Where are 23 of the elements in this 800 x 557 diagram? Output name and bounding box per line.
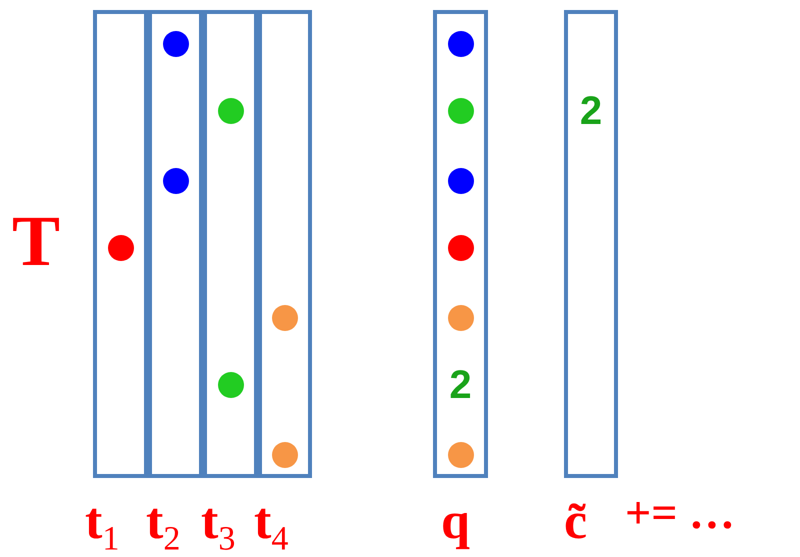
dot-marker: [448, 442, 474, 468]
matrix-label: T: [12, 200, 60, 283]
dot-marker: [272, 305, 298, 331]
dot-marker: [448, 168, 474, 194]
count-number: 2: [580, 91, 602, 131]
dot-marker: [108, 235, 134, 261]
count-number: 2: [449, 365, 472, 405]
dot-marker: [448, 305, 474, 331]
column-label: c̃: [564, 492, 588, 552]
dot-marker: [272, 442, 298, 468]
column-label: t$_{1}$: [85, 492, 120, 557]
operator-text: += …: [625, 486, 735, 539]
dot-marker: [162, 31, 188, 57]
column-label: t$_{4}$: [254, 492, 288, 557]
dot-marker: [448, 98, 474, 124]
dot-marker: [448, 31, 474, 57]
column-label: t$_{3}$: [201, 492, 236, 557]
dot-marker: [218, 372, 244, 398]
column-label: t$_{2}$: [146, 492, 180, 557]
dot-marker: [218, 98, 244, 124]
dot-marker: [448, 235, 474, 261]
dot-marker: [162, 168, 188, 194]
column-label: q: [441, 492, 470, 552]
